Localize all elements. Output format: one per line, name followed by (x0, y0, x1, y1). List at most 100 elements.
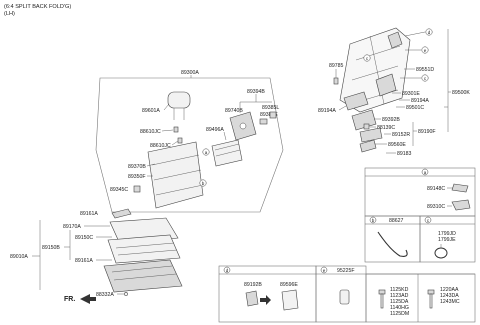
label-88610JC-b: 88610JC (150, 143, 171, 149)
panel-e-callout (320, 266, 328, 274)
seatback-cover (147, 141, 204, 209)
label-89350F: 89350F (128, 174, 146, 180)
bolt-1125DA: 1125DA (390, 299, 409, 305)
label-89194A-b: 89194A (318, 108, 336, 114)
panel-bolts: 1125KD 1123AD 1125DA 1140HG 1125DM 1220A… (365, 273, 476, 323)
label-88627: 88627 (389, 218, 404, 224)
callout-a-letter: a (205, 150, 208, 155)
bracket-89152R (359, 127, 383, 143)
panel-a-callout (421, 168, 429, 176)
panel-c: c 1799JD 1799JE (419, 215, 476, 263)
callout-a (202, 148, 210, 156)
seat-back-group: 89300A 89601A 88610JC 88610JC 89370B 893… (95, 70, 284, 213)
part-89596E (281, 289, 299, 311)
label-89301E: 89301E (402, 91, 420, 97)
panel-c-callout (424, 216, 432, 224)
panel-c-border (419, 215, 476, 263)
label-89192B: 89192B (244, 282, 262, 288)
label-89183: 89183 (397, 151, 412, 157)
label-89152R: 89152R (392, 132, 410, 138)
label-89161A-b: 89161A (75, 258, 93, 264)
label-89170A: 89170A (63, 224, 81, 230)
wire-88627 (377, 231, 408, 257)
front-arrow-icon (80, 294, 96, 304)
label-89345C: 89345C (110, 187, 128, 193)
part-89192B (245, 290, 259, 307)
bolt-head-icon (427, 289, 435, 295)
headrest-guide (173, 126, 179, 133)
diagram-title: (6:4 SPLIT BACK FOLD'G) (4, 4, 71, 10)
label-89551D: 89551D (416, 67, 434, 73)
seat-frame-group: 89785 89551D 89301E 89500K 89194A 89501C… (318, 27, 470, 157)
label-89150C: 89150C (75, 235, 93, 241)
callout-c-upper (363, 54, 371, 62)
bolt-head-icon (378, 289, 386, 295)
callout-b (199, 179, 207, 187)
label-89190F: 89190F (418, 129, 436, 135)
callout-c-letter: c (366, 56, 369, 61)
label-89496A: 89496A (206, 127, 224, 133)
panel-e-letter: e (323, 268, 326, 273)
label-89385L: 89385L (262, 105, 279, 111)
label-1799JE: 1799JE (438, 237, 456, 243)
cable-tie (434, 247, 448, 259)
panel-a-letter: a (424, 170, 427, 175)
seatback-frame-panel (211, 139, 243, 167)
panel-d-letter: d (226, 268, 229, 273)
label-88332A: 88332A (96, 292, 114, 298)
label-89300A: 89300A (181, 70, 199, 76)
trim-clip (133, 185, 141, 193)
label-89150B: 89150B (42, 245, 60, 251)
label-89148C: 89148C (427, 186, 445, 192)
bolt-1125DM: 1125DM (390, 311, 409, 317)
bolt-1220AA: 1220AA (440, 287, 459, 293)
headrest-guide (177, 137, 183, 144)
panel-a: a 89148C 89310C (364, 167, 476, 217)
recliner-unit (375, 73, 397, 97)
label-89385E: 89385E (260, 112, 278, 118)
callout-e-letter: e (424, 48, 427, 53)
label-95225F: 95225F (337, 268, 355, 274)
part-89148C (451, 183, 469, 193)
label-89560E: 89560E (388, 142, 406, 148)
bezel (269, 111, 277, 119)
callout-e (421, 46, 429, 54)
panel-b-letter: b (372, 218, 375, 223)
bolt-1243DA: 1243DA (440, 293, 459, 299)
callout-d-letter: d (428, 30, 431, 35)
label-89370B: 89370B (128, 164, 146, 170)
label-89310C: 89310C (427, 204, 445, 210)
label-89394B: 89394B (247, 89, 265, 95)
callout-d (425, 28, 433, 36)
label-89785: 89785 (329, 63, 344, 69)
label-88610JC-a: 88610JC (140, 129, 161, 135)
label-89601A: 89601A (142, 108, 160, 114)
part-95225F (339, 289, 350, 305)
label-89010A: 89010A (10, 254, 28, 260)
panel-b-callout (369, 216, 377, 224)
label-1799JD: 1799JD (438, 231, 456, 237)
recliner-cover (351, 109, 377, 131)
headrest (167, 91, 191, 109)
cushion-frame (103, 259, 183, 293)
label-89596E: 89596E (280, 282, 298, 288)
label-88139C: 88139C (377, 125, 395, 131)
callout-b-letter: b (202, 181, 205, 186)
label-89500K: 89500K (452, 90, 470, 96)
seatback-assembly-outline (95, 77, 284, 213)
bolt-89785 (333, 77, 339, 85)
bolt-1140HG: 1140HG (390, 305, 409, 311)
bolt-shank-icon (380, 293, 384, 309)
bolt-1123AD: 1123AD (390, 293, 409, 299)
label-89194A-a: 89194A (411, 98, 429, 104)
release-lever (259, 118, 268, 125)
panel-c-letter: c (427, 218, 430, 223)
part-89310C (451, 199, 471, 211)
screw (124, 292, 128, 296)
label-89740B: 89740B (225, 108, 243, 114)
fr-direction-label: FR. (64, 296, 75, 303)
cushion-clip (111, 208, 132, 219)
arrow-icon (260, 295, 271, 305)
callout-c (421, 74, 429, 82)
